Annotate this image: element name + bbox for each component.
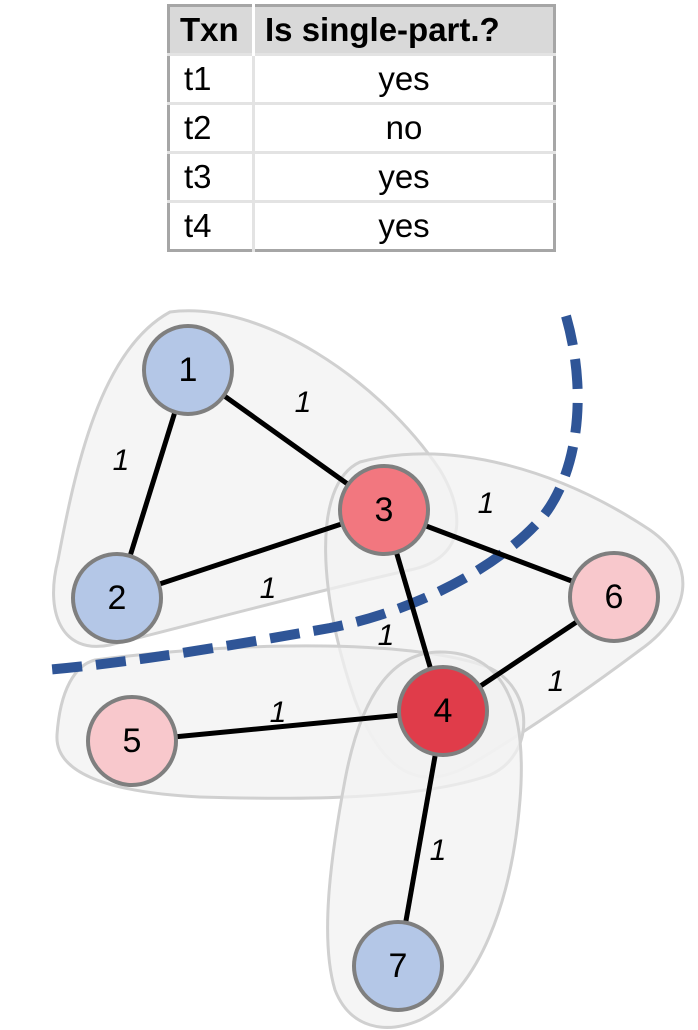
node-label-6: 6 xyxy=(605,578,624,616)
edge-2-3 xyxy=(116,507,385,601)
node-label-4: 4 xyxy=(434,692,453,730)
node-5: 5 xyxy=(86,695,178,787)
node-label-3: 3 xyxy=(375,491,394,529)
node-1: 1 xyxy=(142,324,234,416)
node-circle-4 xyxy=(397,665,489,757)
table-row: t4 yes xyxy=(168,200,555,251)
cell-txn: t4 xyxy=(168,200,254,251)
node-label-2: 2 xyxy=(108,579,127,617)
edge-weight-3-6: 1 xyxy=(478,487,495,520)
table-row: t2 no xyxy=(168,102,555,153)
node-7: 7 xyxy=(352,920,444,1012)
edge-weight-1-2: 1 xyxy=(113,444,130,477)
header-single-partition: Is single-part.? xyxy=(252,5,555,55)
node-label-1: 1 xyxy=(179,351,198,389)
node-circle-3 xyxy=(338,464,430,556)
node-6: 6 xyxy=(568,551,660,643)
node-4: 4 xyxy=(397,665,489,757)
edge-weight-2-3: 1 xyxy=(260,572,277,605)
node-label-5: 5 xyxy=(123,722,142,760)
node-circle-7 xyxy=(352,920,444,1012)
cell-txn: t3 xyxy=(168,151,254,202)
table-header-row: Txn Is single-part.? xyxy=(168,5,555,55)
edge-weight-5-4: 1 xyxy=(270,696,287,729)
node-3: 3 xyxy=(338,464,430,556)
node-circle-2 xyxy=(71,552,163,644)
cell-txn: t1 xyxy=(168,53,254,104)
table-row: t3 yes xyxy=(168,151,555,202)
edge-weight-4-6: 1 xyxy=(548,665,565,698)
edge-5-4 xyxy=(131,708,444,744)
header-txn: Txn xyxy=(168,5,254,55)
edge-labels: 1 1 1 1 1 1 1 1 xyxy=(113,386,565,867)
edge-weight-4-7: 1 xyxy=(430,834,447,867)
edge-weight-1-3: 1 xyxy=(295,386,312,419)
cell-single: yes xyxy=(252,53,555,104)
node-2: 2 xyxy=(71,552,163,644)
cell-txn: t2 xyxy=(168,102,254,153)
cell-single: yes xyxy=(252,151,555,202)
transaction-hulls xyxy=(52,309,685,1029)
table-row: t1 yes xyxy=(168,53,555,104)
cell-single: no xyxy=(252,102,555,153)
node-circle-1 xyxy=(142,324,234,416)
edge-weight-3-4: 1 xyxy=(378,619,395,652)
node-label-7: 7 xyxy=(389,947,408,985)
node-circle-6 xyxy=(568,551,660,643)
transaction-table: Txn Is single-part.? t1 yes t2 no t3 yes… xyxy=(167,4,556,252)
partition-cut-line xyxy=(44,314,583,675)
nodes: 1 2 3 4 5 6 7 xyxy=(71,324,660,1012)
cell-single: yes xyxy=(252,200,555,251)
node-circle-5 xyxy=(86,695,178,787)
